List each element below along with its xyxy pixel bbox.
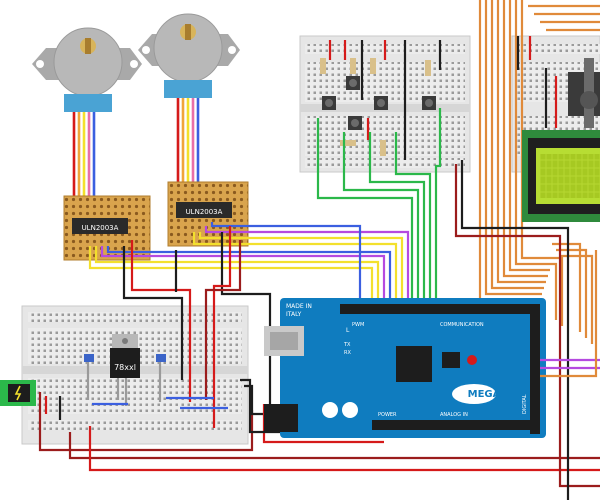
potentiometer xyxy=(568,58,600,128)
arduino-led-l: L xyxy=(346,327,350,334)
top-power-wires xyxy=(454,160,600,500)
motor-cable-right xyxy=(176,98,200,182)
arduino-analog-in: ANALOG IN xyxy=(440,412,468,418)
bottom-breadboard-jumpers xyxy=(44,362,228,420)
button-wires xyxy=(316,108,442,300)
ground-return-wires xyxy=(38,378,600,472)
arduino-tx: TX xyxy=(343,342,351,348)
dc-jack xyxy=(0,380,36,406)
driver-chip-label-right: ULN2003A xyxy=(186,208,223,216)
stepper-motor-left xyxy=(32,27,142,112)
resistors xyxy=(320,58,431,156)
arduino-digital: DIGITAL xyxy=(522,394,528,414)
pot-wires xyxy=(516,36,558,128)
arduino-country: ITALY xyxy=(286,311,302,318)
driver-board-right: ULN2003A xyxy=(167,181,249,247)
lcd-module xyxy=(522,130,600,222)
regulator-label: 78xxl xyxy=(114,363,136,372)
arduino-made-in: MADE IN xyxy=(286,303,312,310)
arduino-board-name: MEGA xyxy=(468,389,501,400)
arduino-mega: MADE IN ITALY PWM COMMUNICATION L TX RX … xyxy=(264,298,546,438)
driver-board-left: ULN2003A xyxy=(63,195,151,261)
voltage-regulator: 78xxl xyxy=(110,334,140,378)
arduino-communication: COMMUNICATION xyxy=(440,322,484,328)
arduino-rx: RX xyxy=(344,350,351,356)
push-buttons xyxy=(322,76,436,130)
stepper-motor-right xyxy=(138,13,240,98)
arduino-pwm: PWM xyxy=(352,322,364,328)
motor-cable-left xyxy=(72,112,96,196)
driver-chip-label-left: ULN2003A xyxy=(82,224,119,232)
capacitors xyxy=(84,354,166,362)
arduino-power: POWER xyxy=(378,412,397,418)
arduino-right-wires xyxy=(540,250,600,378)
top-breadboard-jumpers xyxy=(328,40,442,160)
